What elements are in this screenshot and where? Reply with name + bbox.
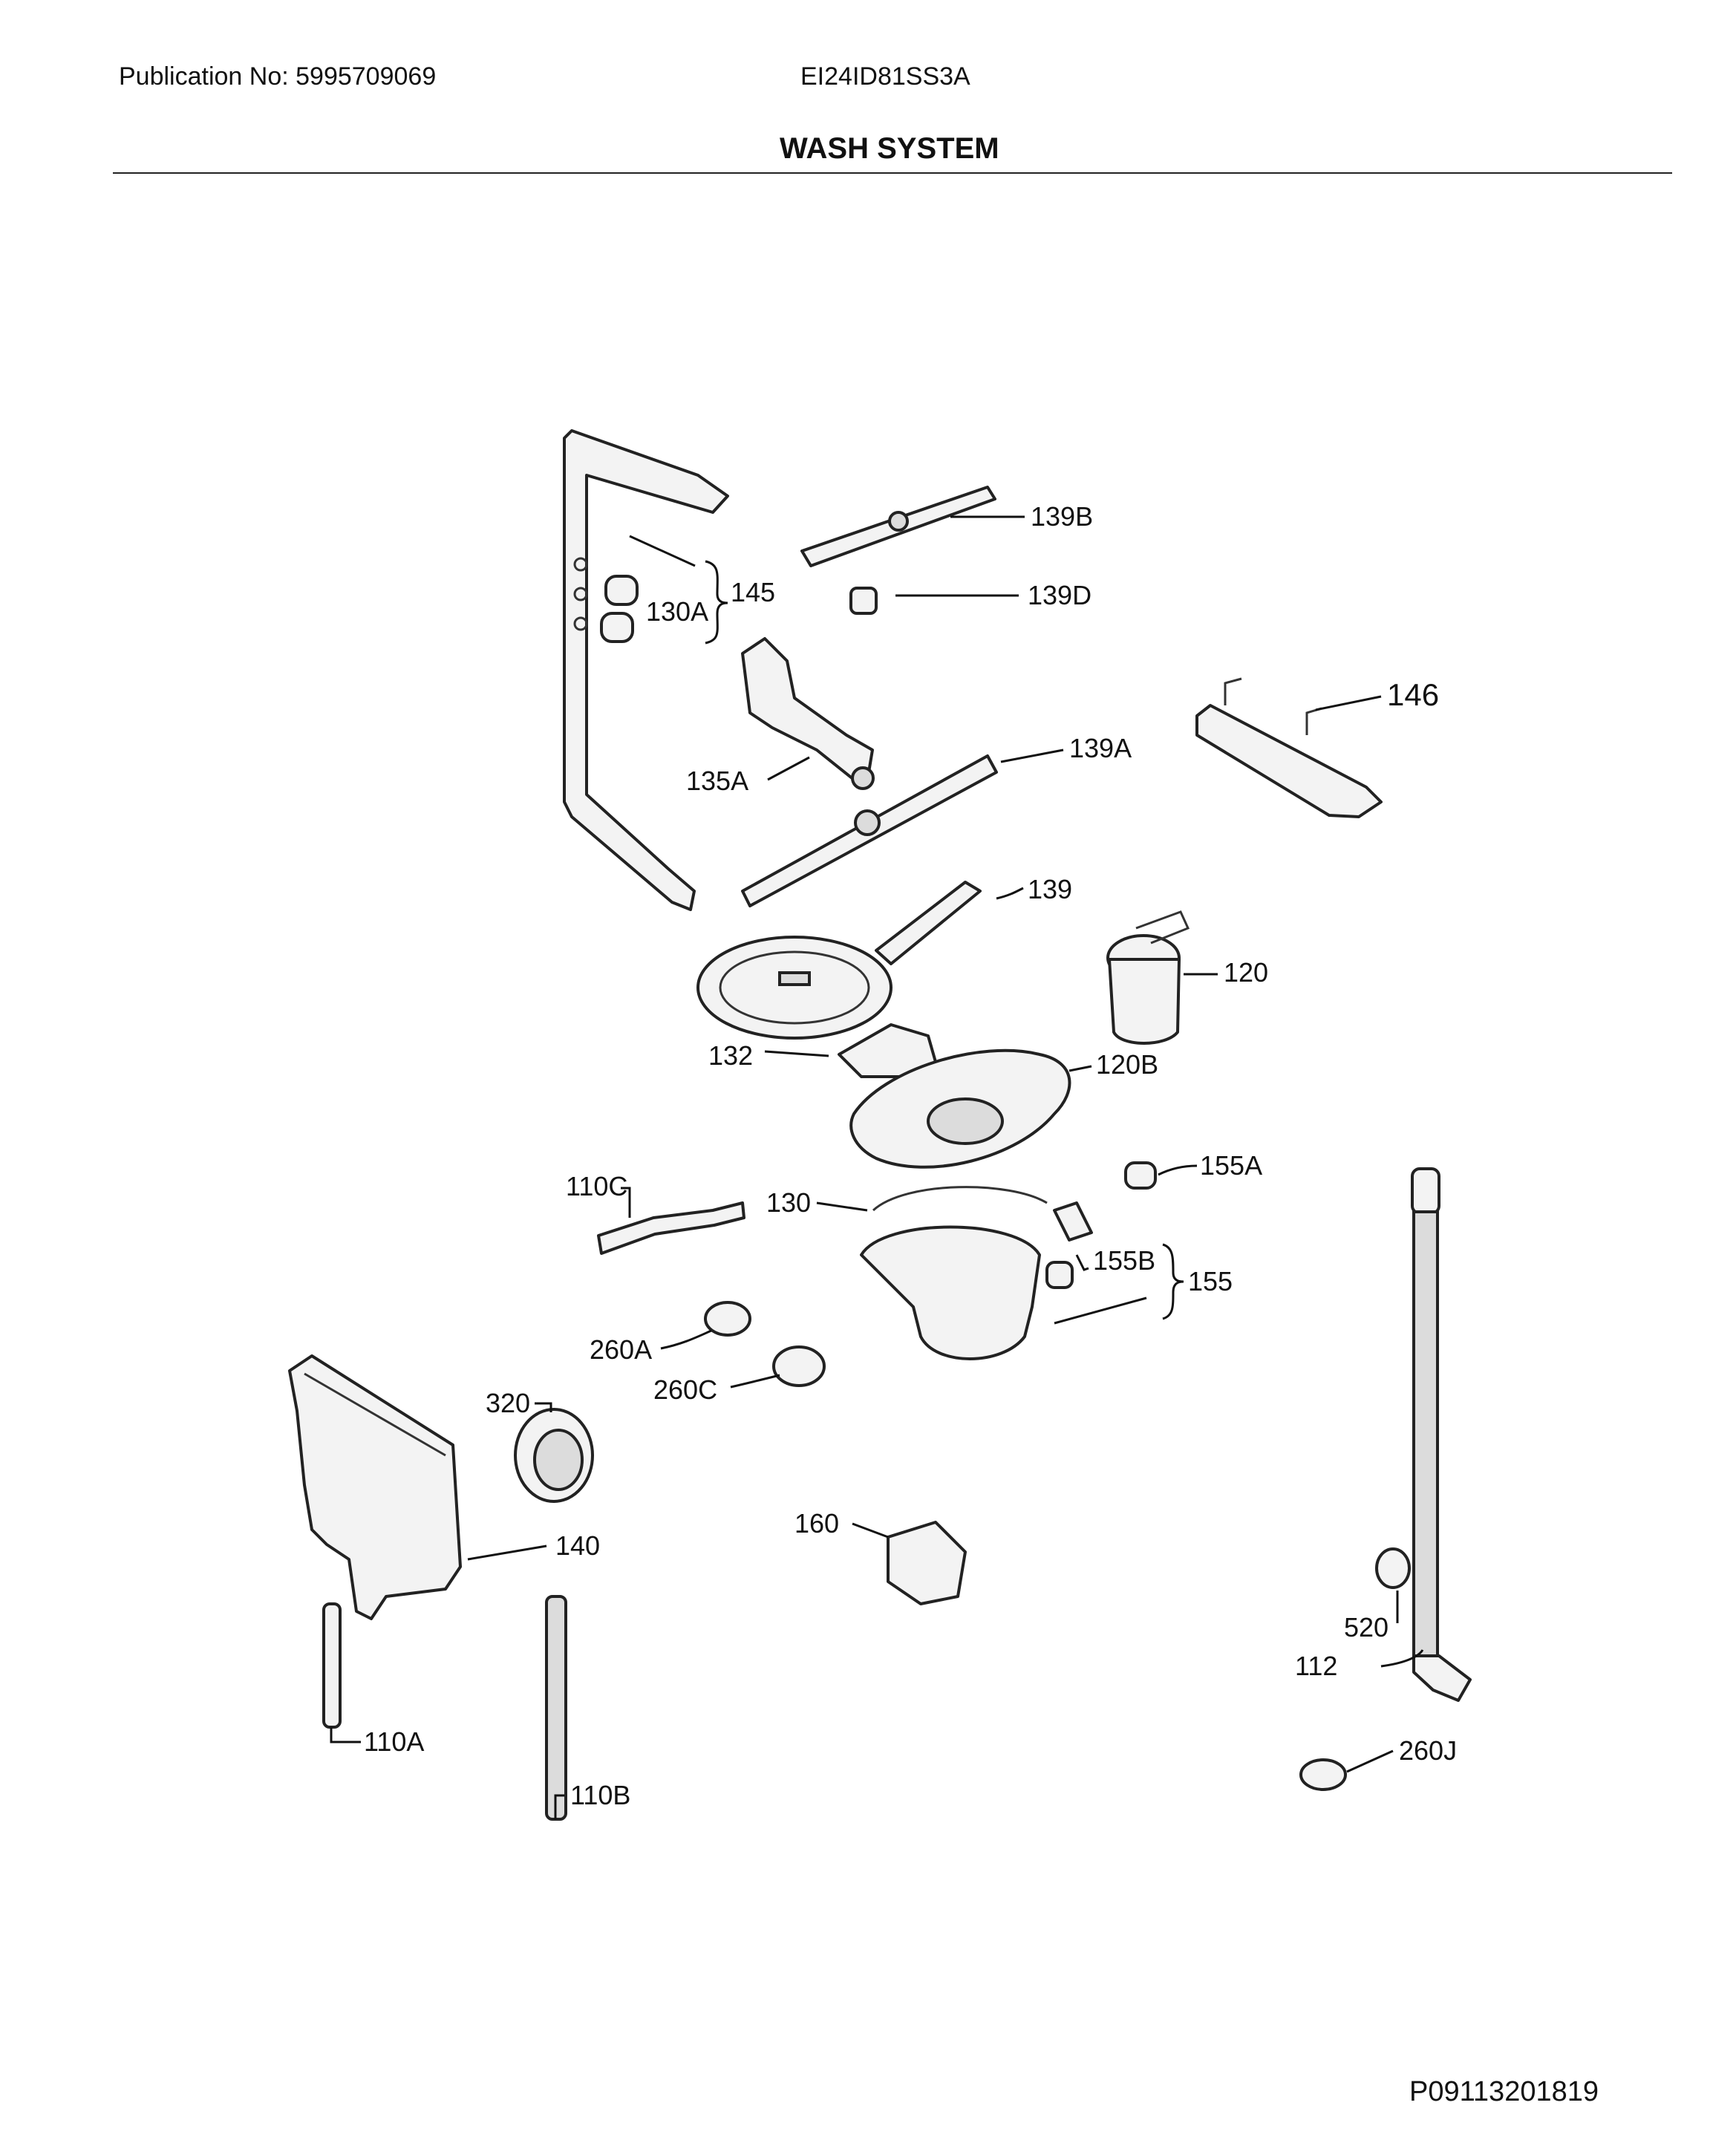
filter-plate-part	[849, 1048, 1071, 1169]
corrugated-hose-part	[597, 1201, 745, 1255]
callout-520: 520	[1344, 1612, 1389, 1642]
spray-arm-bracket-part	[741, 637, 875, 790]
header-rule	[113, 172, 1672, 174]
callout-140: 140	[555, 1530, 600, 1561]
drain-tube-part	[545, 1595, 567, 1821]
callout-139B: 139B	[1031, 501, 1093, 532]
section-title: WASH SYSTEM	[780, 132, 999, 165]
callout-120: 120	[1224, 957, 1268, 988]
callout-320: 320	[486, 1388, 530, 1418]
callout-260J: 260J	[1399, 1735, 1457, 1766]
callout-110C: 110C	[566, 1171, 627, 1201]
drain-hose-part	[1411, 1167, 1472, 1702]
callout-139: 139	[1028, 874, 1072, 904]
callout-146: 146	[1387, 677, 1439, 712]
callout-155B: 155B	[1093, 1245, 1155, 1276]
filter-part	[1106, 910, 1190, 1045]
model-number: EI24ID81SS3A	[800, 62, 970, 91]
callout-110A: 110A	[364, 1726, 424, 1757]
hose-bracket-part	[1375, 1547, 1411, 1589]
upper-spray-arm-part	[800, 486, 996, 567]
callout-260C: 260C	[653, 1374, 717, 1405]
fitting-part	[1124, 1161, 1157, 1190]
sump-part	[860, 1186, 1093, 1360]
callout-260A: 260A	[590, 1334, 652, 1365]
nut-part	[849, 587, 878, 615]
callout-155: 155	[1188, 1266, 1233, 1296]
callout-110B: 110B	[570, 1780, 630, 1810]
callout-labels: 139B 145 130A 139D 146 139A 135A 139 120…	[364, 501, 1457, 1810]
diagram-code: P09113201819	[1409, 2076, 1599, 2107]
callout-155A: 155A	[1200, 1150, 1262, 1181]
seal-part	[514, 1408, 594, 1503]
leader-lines	[330, 515, 1424, 1819]
coupling-part	[600, 575, 639, 643]
publication-number: Publication No: 5995709069	[119, 62, 437, 91]
deflector-bracket-part	[1195, 677, 1383, 818]
tube-part	[322, 1602, 342, 1729]
pump-part	[887, 1521, 967, 1605]
callout-139A: 139A	[1069, 733, 1132, 763]
lower-spray-arm-part	[696, 881, 982, 1040]
callout-120B: 120B	[1096, 1049, 1158, 1080]
callout-112: 112	[1295, 1651, 1337, 1681]
callout-139D: 139D	[1028, 580, 1091, 610]
callout-135A: 135A	[686, 766, 748, 796]
callout-130A: 130A	[646, 596, 708, 627]
clamp-part	[704, 1301, 1347, 1791]
manifold-part	[288, 1354, 462, 1620]
supply-tube-part	[563, 429, 729, 911]
callout-145: 145	[731, 577, 775, 607]
middle-spray-arm-part	[741, 754, 998, 907]
callout-132: 132	[708, 1040, 753, 1071]
callout-130: 130	[766, 1187, 811, 1218]
callout-160: 160	[794, 1508, 839, 1539]
